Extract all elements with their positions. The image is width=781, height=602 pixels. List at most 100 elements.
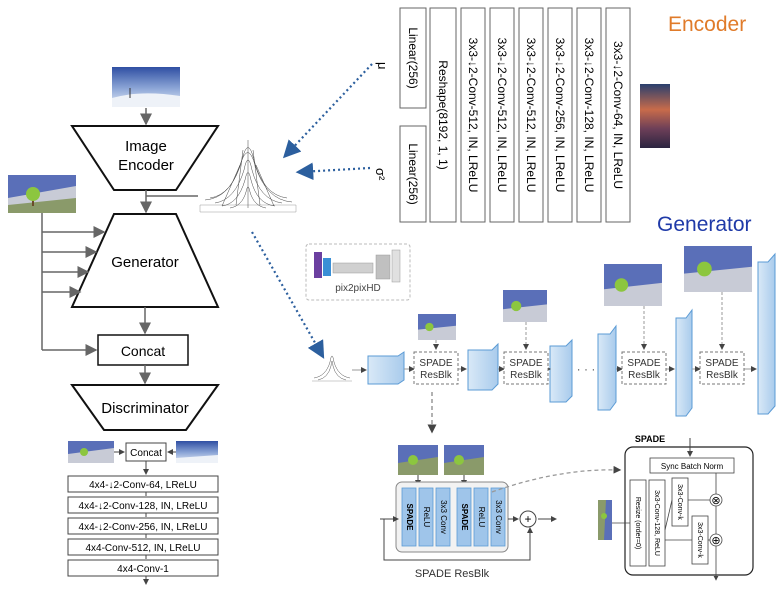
spade-resize-label: Resize (order=0) [634,497,641,549]
encoder-conv-label: 3x3-↓2-Conv-128, IN, LReLU [582,38,596,193]
concat-block [97,334,189,366]
encoder-conv-stack: 3x3-↓2-Conv-64, IN, LReLU 3x3-↓2-Conv-128… [460,7,631,223]
generator-ellipsis: · · · [577,362,596,376]
encoder-conv-box [605,7,631,223]
concat-label: Concat [121,343,165,359]
spade-seg-input-thumb [598,500,612,540]
generator-block-1 [367,351,405,385]
encoder-reshape-label: Reshape(8192, 1, 1) [436,60,450,169]
encoder-conv-box [547,7,573,223]
discriminator-block [70,384,220,431]
image-encoder-label-line2: Encoder [118,157,174,174]
generator-title: Generator [657,213,752,236]
spade-mult-symbol: ⊗ [711,495,720,507]
spade-conv128-box [648,479,666,567]
disc-layer-box [67,559,219,577]
generator-label: Generator [111,254,179,271]
disc-layer-box [67,517,219,535]
spade-resblk-box [621,351,667,385]
discriminator-label: Discriminator [101,400,189,417]
encoder-title: Encoder [668,13,746,36]
spade-sync-bn-label: Sync Batch Norm [661,462,724,471]
segmentation-feed-lines [41,213,106,356]
spade-conv128-label: 3x3-Conv-128, ReLU [653,490,660,556]
generator-noise-input [312,355,352,382]
generator-block-6 [757,252,776,415]
encoder-mu-symbol: μ [375,62,390,70]
resblk-layer-label: ReLU [477,507,486,528]
spade-resblk-label-line2: ResBlk [706,370,739,381]
encoder-conv-box [460,7,486,223]
image-encoder-label-line1: Image [125,138,167,155]
encoder-to-latent-arrows [251,63,373,359]
resblk-layer-label: 3x3 Conv [494,500,503,534]
resblk-skip-path [380,516,557,561]
generator-block-3 [549,338,573,403]
disc-layer-stack: 4x4-↓2-Conv-64, LReLU 4x4-↓2-Conv-128, IN… [67,475,219,585]
generator-block-4 [597,324,617,411]
resblk-add-symbol: + [524,512,531,526]
spade-detail-title: SPADE [635,434,665,444]
spade-resblk-label-line2: ResBlk [510,370,543,381]
disc-concat-label: Concat [130,448,162,459]
spade-convk-b-label: 3x3-Conv-k [696,522,703,558]
resblk-seg-thumbnail-tree [614,278,629,292]
resblk-seg-thumbs [398,445,484,486]
pix2pixhd-label: pix2pixHD [335,283,381,294]
encoder-linear-sigma-box [399,125,427,223]
generator-block-2 [467,342,499,391]
resblk-layer-box [401,487,417,547]
encoder-conv-box [489,7,515,223]
spade-resblk-box [413,351,459,385]
encoder-conv-box [518,7,544,223]
spade-resblk-box [699,351,745,385]
resblk-seg-thumbnail-tree [425,322,434,332]
encoder-sigma-symbol: σ² [373,168,388,181]
resblk-layer-box [418,487,434,547]
spade-resblk-label-line2: ResBlk [420,370,453,381]
resblk-to-spade-link [491,465,622,493]
encoder-linear-mu-box [399,7,427,109]
disc-layer-box [67,538,219,556]
resblk-layer-label: SPADE [460,504,469,532]
spade-resblk-label-line2: ResBlk [628,370,661,381]
encoder-conv-label: 3x3-↓2-Conv-512, IN, LReLU [466,38,480,193]
encoder-input-image [640,84,670,148]
resblk-layer-box [435,487,451,547]
spade-sync-bn-box [649,457,735,474]
encoder-linear-mu-label: Linear(256) [406,27,420,88]
spade-wiring [611,473,719,581]
encoder-conv-label: 3x3-↓2-Conv-64, IN, LReLU [611,41,625,189]
resblk-layer-box [456,487,472,547]
disc-layer-label: 4x4-↓2-Conv-128, IN, LReLU [79,501,208,512]
disc-input-seg-thumb [68,441,114,463]
resblk-layer-box [490,487,506,547]
resblk-caption: SPADE ResBlk [415,568,490,580]
encoder-conv-box [576,7,602,223]
spade-resblk-label-line1: SPADE [509,358,542,369]
latent-gaussian-plot [199,140,297,213]
spade-add-symbol: ⊕ [711,535,720,547]
disc-input-photo-thumb [176,441,218,463]
generator-block-5 [675,308,693,417]
disc-layer-box [67,496,219,514]
encoder-conv-label: 3x3-↓2-Conv-512, IN, LReLU [524,38,538,193]
disc-layer-label: 4x4-Conv-512, IN, LReLU [85,543,200,554]
disc-layer-label: 4x4-↓2-Conv-64, LReLU [89,480,197,491]
spade-resblk-row: SPADEResBlkSPADEResBlkSPADEResBlkSPADERe… [413,246,752,385]
resblk-layer-label: ReLU [422,507,431,528]
pix2pixhd-inset [305,243,411,301]
encoder-linear-sigma-label: Linear(256) [406,143,420,204]
spade-convk-a-label: 3x3-Conv-k [676,484,683,520]
image-encoder-block [70,125,220,191]
encoder-reshape-box [429,7,457,223]
spade-mult-node [709,493,723,507]
resblk-layer-box [473,487,489,547]
resblk-add-node [519,510,537,528]
input-photo-thumbnail [112,67,180,107]
resblk-seg-thumbnail-tree [511,300,522,312]
encoder-conv-label: 3x3-↓2-Conv-512, IN, LReLU [495,38,509,193]
spade-convk-a-box [671,477,689,527]
